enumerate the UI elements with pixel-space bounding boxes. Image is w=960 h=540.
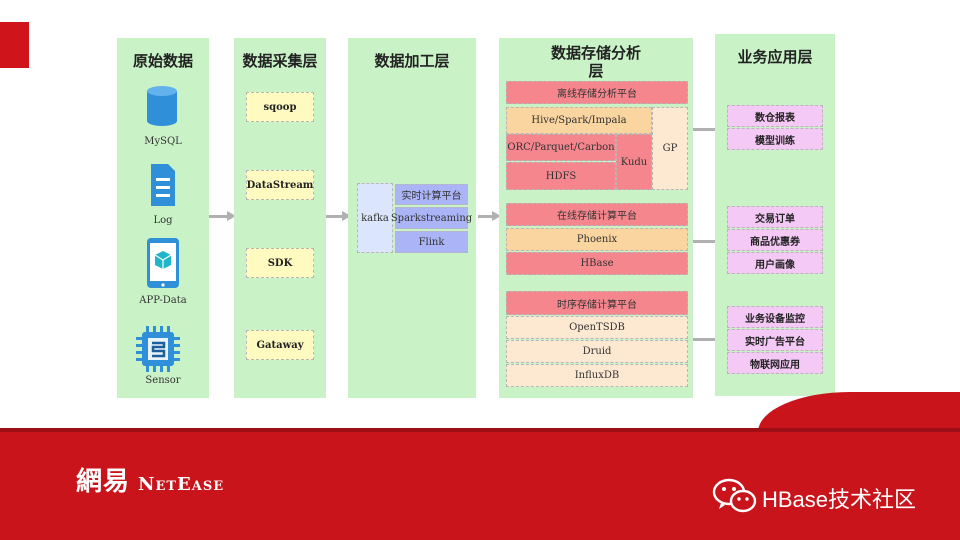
app-trade-orders: 交易订单 [727, 206, 823, 228]
compute-platform-realtime: 实时计算平台 [395, 184, 468, 205]
collect-tool-sqoop: sqoop [246, 92, 314, 122]
online-hbase: HBase [506, 252, 688, 275]
column-title-line2: 层 [588, 62, 604, 80]
app-product-coupons: 商品优惠券 [727, 229, 823, 251]
flow-arrow [326, 211, 351, 221]
app-model-training: 模型训练 [727, 128, 823, 150]
collect-tool-datastream: DataStream [246, 170, 314, 200]
column-title-line1: 数据存储分析 [550, 44, 641, 62]
timeseries-opentsdb: OpenTSDB [506, 316, 688, 339]
flow-arrow [478, 211, 501, 221]
source-label-log: Log [153, 215, 173, 226]
timeseries-influxdb: InfluxDB [506, 364, 688, 387]
column-applications: 业务应用层 数仓报表 模型训练 交易订单 商品优惠券 用户画像 业务设备监控 实… [715, 34, 835, 396]
database-icon [147, 86, 177, 126]
app-device-monitoring: 业务设备监控 [727, 306, 823, 328]
mobile-app-icon [147, 238, 179, 288]
wechat-icon [712, 478, 757, 513]
footer-bar [0, 428, 960, 540]
column-title: 数据加工层 [374, 52, 450, 70]
offline-orc-parquet-carbon: ORC/Parquet/Carbon [506, 134, 616, 161]
column-title: 业务应用层 [737, 48, 813, 66]
app-data-warehouse-reports: 数仓报表 [727, 105, 823, 127]
logo-chinese: 網易 [76, 467, 131, 497]
timeseries-druid: Druid [506, 340, 688, 363]
timeseries-platform-header: 时序存储计算平台 [506, 291, 688, 315]
offline-hdfs: HDFS [506, 162, 616, 190]
offline-kudu: Kudu [616, 134, 652, 190]
online-phoenix: Phoenix [506, 228, 688, 251]
sensor-chip-icon [136, 326, 180, 372]
column-collection: 数据采集层 sqoop DataStream SDK Gataway [234, 38, 326, 398]
flow-arrow [209, 211, 236, 221]
logo-english: NetEase [138, 474, 225, 495]
document-icon [151, 164, 175, 206]
compute-platform-flink: Flink [395, 231, 468, 253]
offline-platform-header: 离线存储分析平台 [506, 81, 688, 104]
wechat-account-name: HBase技术社区 [762, 487, 917, 512]
app-iot: 物联网应用 [727, 352, 823, 374]
compute-platform-sparkstreaming: Sparkstreaming [391, 207, 472, 229]
app-realtime-ads: 实时广告平台 [727, 329, 823, 351]
offline-gp: GP [652, 107, 688, 190]
column-title: 数据采集层 [242, 52, 318, 70]
app-user-profile: 用户画像 [727, 252, 823, 274]
collect-tool-sdk: SDK [246, 248, 314, 278]
column-storage: 数据存储分析 层 离线存储分析平台 Hive/Spark/Impala ORC/… [499, 38, 693, 398]
source-label-app-data: APP-Data [139, 295, 187, 306]
column-processing: 数据加工层 kafka 实时计算平台 Sparkstreaming Flink [348, 38, 476, 398]
source-label-mysql: MySQL [144, 136, 182, 147]
online-platform-header: 在线存储计算平台 [506, 203, 688, 226]
netease-logo: 網易 NetEase [76, 461, 224, 498]
kafka-box: kafka [357, 183, 393, 253]
offline-hive-spark-impala: Hive/Spark/Impala [506, 107, 652, 134]
column-raw-data: 原始数据 MySQL Log APP-Data Sensor [117, 38, 209, 398]
collect-tool-gateway: Gataway [246, 330, 314, 360]
corner-accent [0, 22, 29, 68]
column-title: 原始数据 [132, 52, 193, 70]
source-label-sensor: Sensor [145, 375, 181, 386]
footer-divider [0, 428, 960, 432]
